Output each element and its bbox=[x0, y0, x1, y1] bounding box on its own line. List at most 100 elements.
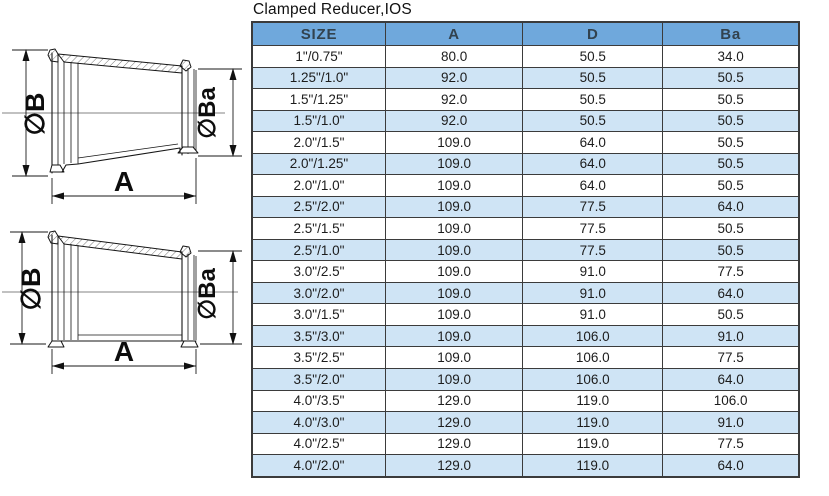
bottom-taper bbox=[61, 147, 181, 173]
table-cell: 50.5 bbox=[522, 66, 664, 90]
table-cell: 119.0 bbox=[522, 389, 664, 413]
table-cell: 4.0"/2.0" bbox=[251, 454, 386, 478]
right-ferrule-lip bbox=[179, 59, 192, 72]
table-cell: 64.0 bbox=[522, 152, 664, 176]
table-cell: 77.5 bbox=[522, 217, 664, 240]
table-cell: 2.5"/2.0" bbox=[251, 195, 386, 219]
dim-label-a: A bbox=[114, 166, 134, 197]
eccentric-reducer-drawing: ∅B ∅Ba A bbox=[2, 230, 242, 374]
concentric-reducer-drawing: ∅B ∅Ba A bbox=[2, 48, 242, 204]
table-cell: 4.0"/2.5" bbox=[251, 432, 386, 456]
table-cell: 2.0"/1.0" bbox=[251, 174, 386, 197]
column-header: SIZE bbox=[251, 21, 386, 46]
dim-label-a: A bbox=[114, 336, 134, 367]
column-header: A bbox=[384, 21, 524, 46]
table-cell: 3.0"/2.5" bbox=[251, 260, 386, 283]
dim-a-extension bbox=[51, 349, 197, 374]
table-cell: 119.0 bbox=[522, 454, 664, 478]
table-cell: 109.0 bbox=[384, 281, 524, 305]
table-cell: 106.0 bbox=[522, 346, 664, 369]
right-ferrule-lip bbox=[179, 245, 192, 258]
table-cell: 50.5 bbox=[662, 88, 800, 111]
table-cell: 50.5 bbox=[662, 109, 800, 133]
table-cell: 50.5 bbox=[522, 45, 664, 68]
table-cell: 109.0 bbox=[384, 217, 524, 240]
table-cell: 119.0 bbox=[522, 432, 664, 456]
table-cell: 50.5 bbox=[662, 66, 800, 90]
table-cell: 109.0 bbox=[384, 303, 524, 326]
table-cell: 50.5 bbox=[662, 217, 800, 240]
table-cell: 109.0 bbox=[384, 367, 524, 391]
table-cell: 3.0"/2.0" bbox=[251, 281, 386, 305]
left-ferrule-foot bbox=[49, 164, 65, 173]
page-title: Clamped Reducer,IOS bbox=[253, 1, 412, 18]
table-cell: 50.5 bbox=[662, 238, 800, 262]
table-cell: 50.5 bbox=[662, 303, 800, 326]
table-cell: 77.5 bbox=[522, 238, 664, 262]
table-cell: 106.0 bbox=[662, 389, 800, 413]
top-wall-section bbox=[57, 235, 183, 260]
top-wall-section bbox=[57, 53, 183, 74]
table-cell: 64.0 bbox=[522, 174, 664, 197]
dim-label-b: ∅B bbox=[16, 267, 46, 310]
dim-ba-extension bbox=[198, 250, 242, 345]
table-cell: 1.25"/1.0" bbox=[251, 66, 386, 90]
ferrule-grooves bbox=[57, 56, 79, 165]
table-cell: 77.5 bbox=[662, 346, 800, 369]
table-cell: 92.0 bbox=[384, 66, 524, 90]
dim-arrow-up bbox=[229, 68, 237, 80]
dim-arrow-down bbox=[22, 165, 30, 177]
table-cell: 109.0 bbox=[384, 238, 524, 262]
table-cell: 2.0"/1.25" bbox=[251, 152, 386, 176]
dim-arrow-right bbox=[184, 192, 196, 200]
table-cell: 91.0 bbox=[522, 260, 664, 283]
dim-arrow-up bbox=[22, 49, 30, 61]
table-cell: 129.0 bbox=[384, 411, 524, 434]
dim-label-ba: ∅Ba bbox=[194, 268, 221, 320]
table-cell: 92.0 bbox=[384, 109, 524, 133]
dim-label-b: ∅B bbox=[20, 92, 50, 135]
column-header: Ba bbox=[662, 21, 800, 46]
dim-arrow-right bbox=[184, 362, 196, 370]
table-cell: 4.0"/3.5" bbox=[251, 389, 386, 413]
table-cell: 64.0 bbox=[522, 131, 664, 154]
dim-b-extension bbox=[10, 231, 48, 345]
table-cell: 109.0 bbox=[384, 131, 524, 154]
dim-label-ba: ∅Ba bbox=[194, 87, 221, 139]
table-cell: 1.5"/1.0" bbox=[251, 109, 386, 133]
table-cell: 91.0 bbox=[662, 324, 800, 348]
ferrule-grooves bbox=[57, 238, 79, 340]
dim-arrow-left bbox=[52, 362, 64, 370]
table-cell: 50.5 bbox=[662, 174, 800, 197]
table-cell: 109.0 bbox=[384, 346, 524, 369]
table-cell: 106.0 bbox=[522, 324, 664, 348]
table-cell: 2.5"/1.5" bbox=[251, 217, 386, 240]
table-cell: 2.0"/1.5" bbox=[251, 131, 386, 154]
table-cell: 4.0"/3.0" bbox=[251, 411, 386, 434]
table-cell: 1"/0.75" bbox=[251, 45, 386, 68]
table-cell: 3.5"/3.0" bbox=[251, 324, 386, 348]
table-cell: 91.0 bbox=[522, 303, 664, 326]
table-cell: 77.5 bbox=[662, 260, 800, 283]
dim-b-extension bbox=[12, 49, 48, 177]
table-cell: 77.5 bbox=[522, 195, 664, 219]
table-cell: 64.0 bbox=[662, 195, 800, 219]
inner-taper-line bbox=[77, 143, 179, 159]
